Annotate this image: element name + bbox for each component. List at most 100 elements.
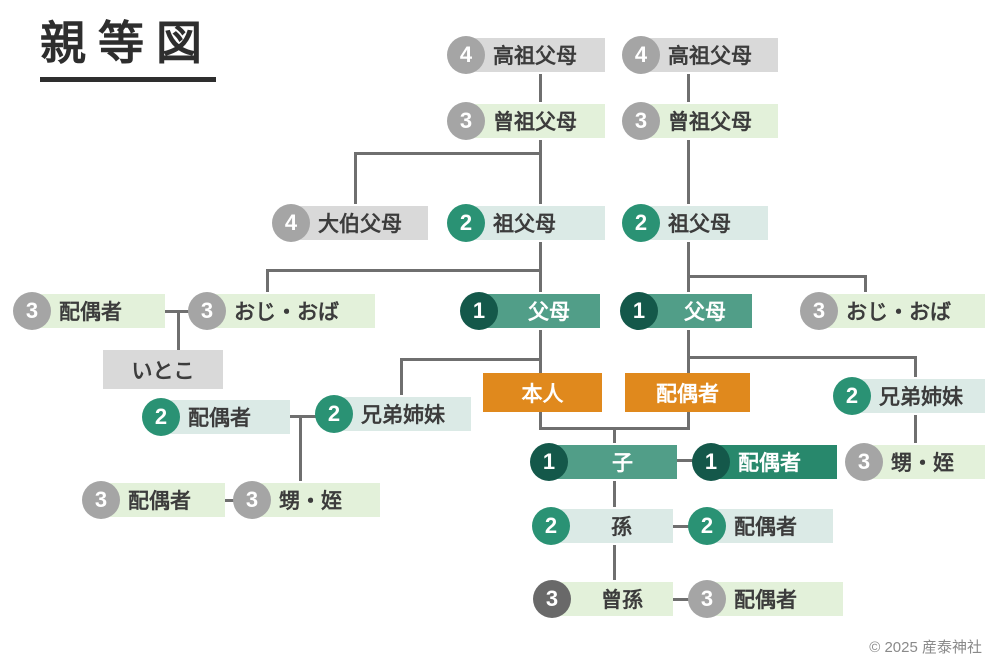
node-cousin: いとこ xyxy=(103,350,223,389)
degree-badge: 2 xyxy=(532,507,570,545)
node-great-grandparents-2: 3 曾祖父母 xyxy=(622,102,778,140)
node-uncle-aunt-spouse: 3 配偶者 xyxy=(13,292,165,330)
degree-badge: 4 xyxy=(622,36,660,74)
node-label: 祖父母 xyxy=(466,206,605,240)
connector-line xyxy=(539,330,542,373)
node-siblings-right: 2 兄弟姉妹 xyxy=(833,377,985,415)
degree-badge: 4 xyxy=(447,36,485,74)
degree-badge: 2 xyxy=(688,507,726,545)
page-title: 親等図 xyxy=(40,18,216,82)
connector-line xyxy=(613,481,616,507)
node-label: 兄弟姉妹 xyxy=(852,379,985,413)
node-uncle-aunt-right: 3 おじ・おば xyxy=(800,292,985,330)
degree-badge: 3 xyxy=(13,292,51,330)
connector-line xyxy=(539,242,542,292)
connector-line xyxy=(177,310,180,350)
node-label: 配偶者 xyxy=(707,582,843,616)
connector-line xyxy=(675,459,694,462)
degree-badge: 2 xyxy=(833,377,871,415)
connector-line xyxy=(267,269,541,272)
node-label: 祖父母 xyxy=(641,206,768,240)
connector-line xyxy=(401,358,541,361)
copyright: © 2025 産泰神社 xyxy=(869,639,982,656)
degree-badge: 3 xyxy=(688,580,726,618)
node-label: 甥・姪 xyxy=(252,483,380,517)
degree-badge: 3 xyxy=(800,292,838,330)
connector-line xyxy=(864,275,867,292)
node-nephew-niece-left: 3 甥・姪 xyxy=(233,481,380,519)
connector-line xyxy=(914,356,917,377)
degree-badge: 2 xyxy=(622,204,660,242)
degree-badge: 1 xyxy=(692,443,730,481)
node-parents-1: 1 父母 xyxy=(460,292,600,330)
node-label: 配偶者 xyxy=(707,509,833,543)
connector-line xyxy=(687,411,690,429)
connector-line xyxy=(687,242,690,292)
node-label: 高祖父母 xyxy=(641,38,778,72)
connector-line xyxy=(539,411,542,429)
connector-line xyxy=(539,140,542,204)
node-label: 配偶者 xyxy=(101,483,225,517)
node-great-great-grandparents-1: 4 高祖父母 xyxy=(447,36,605,74)
node-label: 子 xyxy=(549,445,677,479)
degree-badge: 4 xyxy=(272,204,310,242)
degree-badge: 3 xyxy=(233,481,271,519)
degree-badge: 3 xyxy=(447,102,485,140)
node-label: 高祖父母 xyxy=(466,38,605,72)
node-label: 大伯父母 xyxy=(291,206,428,240)
connector-line xyxy=(687,356,917,359)
node-label: 配偶者 xyxy=(32,294,165,328)
node-label: 甥・姪 xyxy=(864,445,985,479)
connector-line xyxy=(354,152,357,204)
connector-line xyxy=(299,415,302,481)
degree-badge: 2 xyxy=(447,204,485,242)
degree-badge: 1 xyxy=(530,443,568,481)
degree-badge: 2 xyxy=(315,395,353,433)
node-siblings-left: 2 兄弟姉妹 xyxy=(315,395,471,433)
connector-line xyxy=(687,330,690,373)
node-granduncle-grandaunt: 4 大伯父母 xyxy=(272,204,428,242)
node-label: 配偶者 xyxy=(711,445,837,479)
connector-line xyxy=(266,269,269,292)
node-great-great-grandparents-2: 4 高祖父母 xyxy=(622,36,778,74)
node-great-grandchild-spouse: 3 配偶者 xyxy=(688,580,843,618)
node-grandparents-2: 2 祖父母 xyxy=(622,204,768,242)
node-label: おじ・おば xyxy=(207,294,375,328)
degree-badge: 1 xyxy=(620,292,658,330)
node-label: 配偶者 xyxy=(625,373,750,412)
connector-line xyxy=(914,415,917,443)
connector-line xyxy=(163,310,190,313)
connector-line xyxy=(400,358,403,395)
node-uncle-aunt-left: 3 おじ・おば xyxy=(188,292,375,330)
degree-badge: 3 xyxy=(845,443,883,481)
degree-badge: 3 xyxy=(622,102,660,140)
node-spouse: 配偶者 xyxy=(625,373,750,412)
node-label: 配偶者 xyxy=(161,400,290,434)
node-label: 孫 xyxy=(551,509,673,543)
connector-line xyxy=(613,545,616,580)
node-sibling-spouse: 2 配偶者 xyxy=(142,398,290,436)
node-label: 曾祖父母 xyxy=(641,104,778,138)
connector-line xyxy=(687,74,690,102)
degree-badge: 3 xyxy=(188,292,226,330)
node-label: 本人 xyxy=(483,373,602,412)
node-grandparents-1: 2 祖父母 xyxy=(447,204,605,242)
node-child: 1 子 xyxy=(530,443,677,481)
node-self: 本人 xyxy=(483,373,602,412)
connector-line xyxy=(671,598,690,601)
connector-line xyxy=(288,415,317,418)
node-grandchild-spouse: 2 配偶者 xyxy=(688,507,833,545)
node-label: 曾孫 xyxy=(552,582,673,616)
connector-line xyxy=(539,74,542,102)
node-label: 兄弟姉妹 xyxy=(334,397,471,431)
node-label: 曾祖父母 xyxy=(466,104,605,138)
degree-badge: 3 xyxy=(82,481,120,519)
degree-badge: 1 xyxy=(460,292,498,330)
node-grandchild: 2 孫 xyxy=(532,507,673,545)
degree-badge: 2 xyxy=(142,398,180,436)
connector-line xyxy=(671,525,690,528)
node-nephew-niece-spouse: 3 配偶者 xyxy=(82,481,225,519)
degree-badge: 3 xyxy=(533,580,571,618)
connector-line xyxy=(687,140,690,204)
